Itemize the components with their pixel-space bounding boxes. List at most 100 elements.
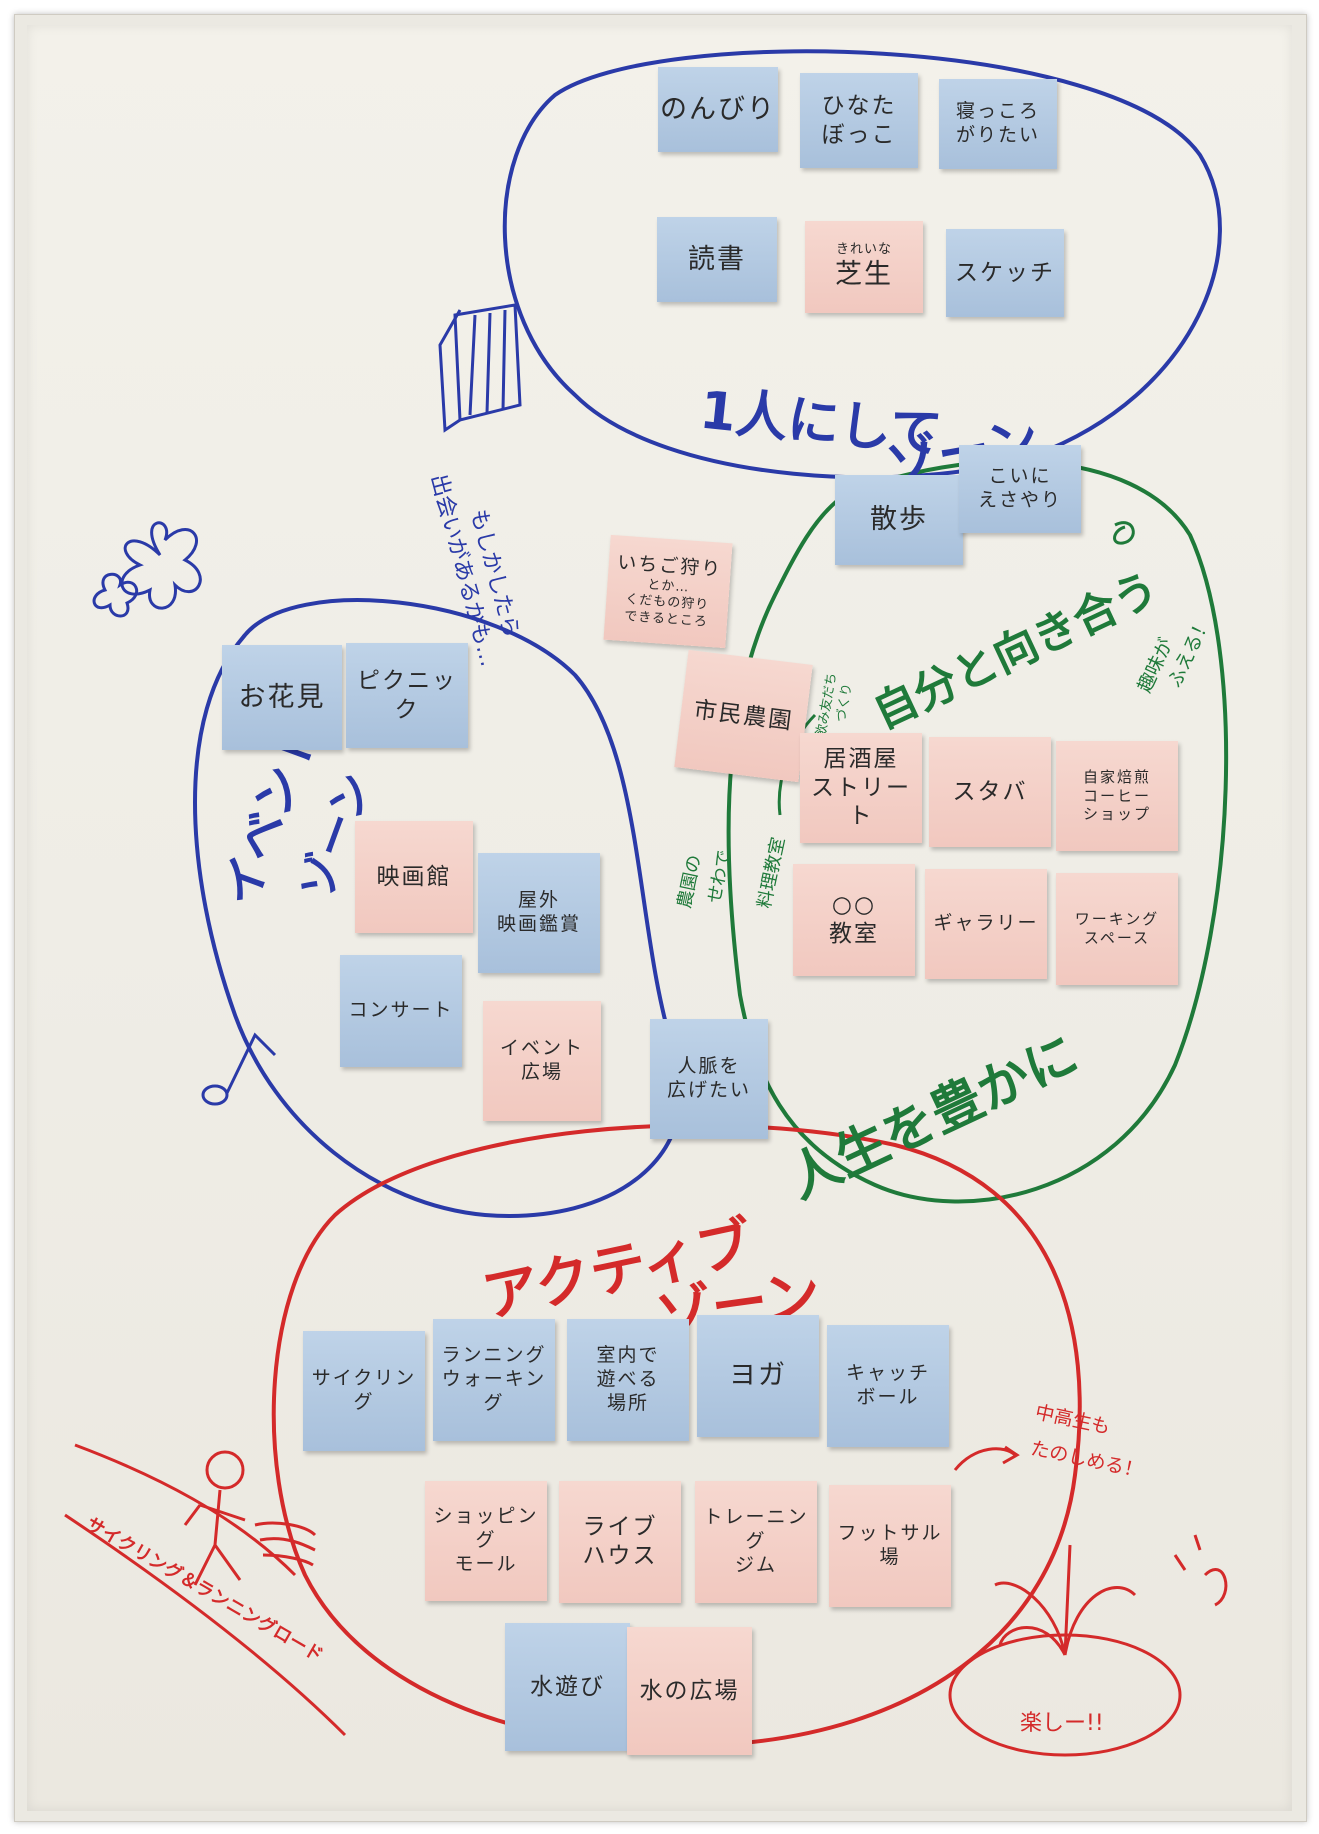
note-line: イベント: [499, 1037, 584, 1060]
note-line: ジム: [734, 1553, 777, 1576]
note-mizuhiroba: 水の広場: [627, 1627, 752, 1755]
note-label: 読書: [688, 243, 746, 275]
note-inuni: こいにえさやり: [959, 445, 1081, 533]
note-dokusho: 読書: [657, 217, 777, 302]
note-sutaba: スタバ: [929, 737, 1051, 847]
ink-drawings: [64, 49, 1229, 1757]
note-line: 映画鑑賞: [496, 913, 581, 935]
note-line: ウォーキング: [441, 1368, 547, 1414]
note-line: ぼっこ: [821, 121, 897, 148]
road-line-lower: [64, 1513, 347, 1737]
note-line: 広場: [520, 1061, 563, 1083]
note-line: えさやり: [977, 489, 1062, 511]
note-line: いちご狩り: [616, 551, 723, 581]
note-jika: 自家焙煎コーヒーショップ: [1056, 741, 1178, 851]
road-line-upper: [74, 1443, 297, 1577]
note-shibafu: きれいな芝生: [805, 221, 923, 313]
note-nonbiri: のんびり: [658, 67, 778, 152]
note-label: ギャラリー: [933, 912, 1039, 935]
note-label: 水遊び: [530, 1673, 605, 1700]
note-label: 市民農園: [692, 696, 795, 735]
note-line: トレーニング: [703, 1506, 809, 1553]
note-line: 広げたい: [666, 1079, 751, 1101]
note-shopping: ショッピングモール: [425, 1481, 547, 1601]
note-gallery: ギャラリー: [925, 869, 1047, 979]
note-line: 遊べる: [596, 1368, 660, 1391]
note-label: 映画館: [376, 863, 452, 890]
note-working: ワーキングスペース: [1056, 873, 1178, 985]
note-training: トレーニングジム: [695, 1481, 817, 1603]
note-shimin-noen: 市民農園: [674, 649, 813, 783]
note-small: きれいな: [835, 242, 892, 257]
note-negorogaritai: 寝っころがりたい: [939, 79, 1057, 169]
note-line: ストリート: [811, 774, 911, 830]
note-eigakan: 映画館: [355, 821, 473, 933]
book-drawing: [438, 303, 522, 433]
music-note-drawing: [201, 1032, 277, 1106]
note-line: コーヒー: [1082, 786, 1151, 805]
note-izakaya: 居酒屋ストリート: [800, 733, 922, 843]
arrow-drawing: [953, 1445, 1020, 1471]
note-line: ワーキング: [1074, 910, 1160, 929]
note-line: ライブ: [582, 1514, 658, 1541]
active-zone-outline: [271, 1123, 1082, 1749]
note-label: ピクニック: [357, 667, 457, 723]
note-label: 水の広場: [639, 1677, 740, 1704]
note-line: ○○: [831, 892, 877, 919]
note-label: サイクリング: [311, 1367, 417, 1413]
event-zone-outline: [193, 598, 683, 1218]
note-kyoshitsu: ○○教室: [793, 864, 915, 976]
note-live: ライブハウス: [559, 1481, 681, 1603]
fountain-drawing: [948, 1534, 1228, 1757]
runner-drawing: [183, 1450, 317, 1586]
note-mizuasobi: 水遊び: [505, 1623, 630, 1751]
note-line: こいに: [988, 465, 1052, 488]
note-line: 室内で: [596, 1344, 660, 1367]
note-label: ヨガ: [729, 1360, 787, 1392]
green-loop: [1113, 521, 1135, 545]
note-label: 散歩: [870, 504, 928, 536]
note-yoga: ヨガ: [697, 1315, 819, 1437]
note-line: 人脈を: [677, 1055, 741, 1078]
note-sanpo: 散歩: [835, 475, 963, 565]
note-futsal: フットサル場: [829, 1485, 951, 1607]
note-running: ランニングウォーキング: [433, 1319, 555, 1441]
note-line: ショップ: [1082, 805, 1151, 824]
note-concert: コンサート: [340, 955, 462, 1067]
note-line: がりたい: [955, 124, 1040, 146]
note-line: 自家焙煎: [1082, 767, 1151, 786]
note-line: 場: [879, 1546, 901, 1568]
note-line: 屋外: [517, 889, 560, 912]
note-shitsunai: 室内で遊べる場所: [567, 1319, 689, 1441]
note-line: 場所: [606, 1391, 649, 1414]
note-cycling: サイクリング: [303, 1331, 425, 1451]
note-jinmyaku: 人脈を広げたい: [650, 1019, 768, 1139]
note-ohanami: お花見: [222, 645, 342, 750]
annotation-tanoshii: 楽しー!!: [1020, 1711, 1104, 1736]
note-label: のんびり: [660, 93, 776, 125]
note-line: 教室: [829, 921, 879, 947]
note-line: フットサル: [837, 1522, 943, 1545]
note-event-hiroba: イベント広場: [483, 1001, 601, 1121]
note-label: スタバ: [952, 778, 1028, 805]
note-line: キャッチ: [845, 1362, 930, 1385]
note-line: ランニング: [441, 1344, 547, 1367]
note-ichigo: いちご狩り とか… くだもの狩り できるところ: [603, 534, 733, 649]
note-hinatabokko: ひなたぼっこ: [800, 73, 918, 168]
note-sketch: スケッチ: [946, 229, 1064, 317]
note-line: 寝っころ: [955, 100, 1040, 123]
note-label: コンサート: [348, 999, 454, 1022]
poster-frame: 1人にして ゾーン 自分と向き合う 人生を豊かに イベント ゾーン アクティブ …: [14, 14, 1307, 1822]
note-line: ひなた: [821, 92, 897, 119]
solo-zone-outline: [502, 49, 1222, 480]
note-picnic: ピクニック: [346, 643, 468, 748]
note-label: 芝生: [835, 259, 893, 291]
note-line: モール: [454, 1552, 518, 1575]
note-line: 居酒屋: [823, 745, 899, 772]
note-line: スペース: [1083, 929, 1151, 947]
note-label: お花見: [238, 681, 326, 713]
note-line: ボール: [856, 1386, 920, 1408]
note-okugai: 屋外映画鑑賞: [478, 853, 600, 973]
note-line: ハウス: [582, 1543, 658, 1569]
note-line: ショッピング: [433, 1505, 539, 1552]
